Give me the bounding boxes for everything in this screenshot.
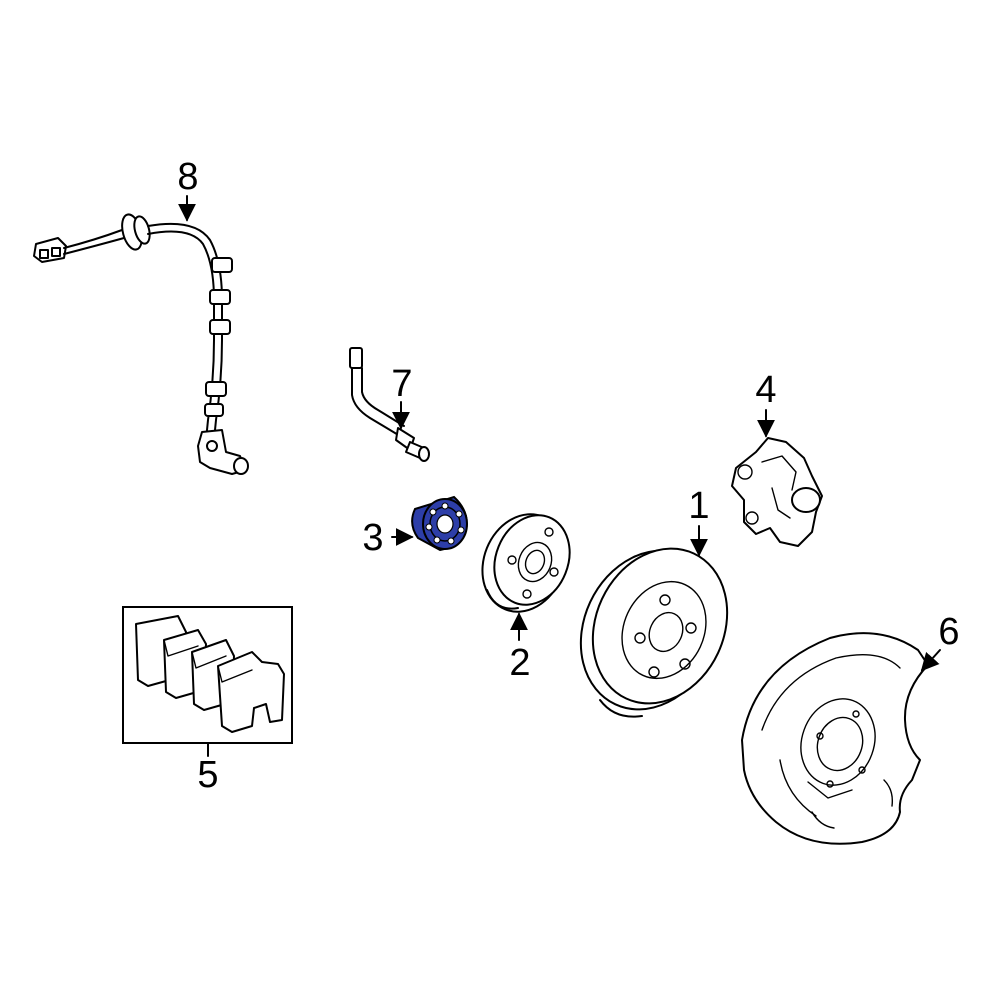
abs-sensor-harness[interactable] <box>33 212 249 475</box>
callout-6: 6 <box>938 611 959 653</box>
callout-5: 5 <box>197 754 218 796</box>
brake-pad-set[interactable] <box>122 606 293 744</box>
splash-shield[interactable] <box>741 632 929 845</box>
wheel-hub[interactable] <box>468 502 582 625</box>
brake-hose[interactable] <box>349 347 430 462</box>
leader-lines <box>178 195 941 757</box>
callout-7: 7 <box>391 363 412 405</box>
brake-rotor[interactable] <box>556 526 752 732</box>
callout-8: 8 <box>177 156 198 198</box>
wheel-bearing[interactable] <box>411 495 468 552</box>
callout-3: 3 <box>362 517 383 559</box>
callout-1: 1 <box>688 485 709 527</box>
callout-4: 4 <box>755 369 776 411</box>
brake-caliper-bracket[interactable] <box>731 437 823 547</box>
callout-2: 2 <box>509 642 530 684</box>
